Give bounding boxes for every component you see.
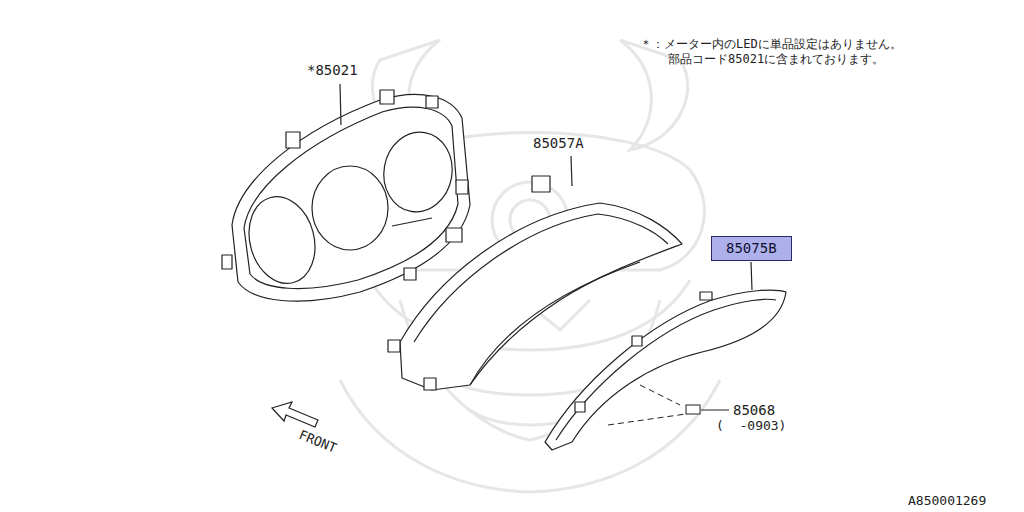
meter-lens (545, 262, 786, 450)
clip-part (608, 385, 729, 425)
front-arrow (272, 402, 318, 427)
part-number: 85057A (533, 135, 584, 151)
figure-code: A850001269 (908, 494, 986, 509)
part-number: *85021 (307, 62, 358, 78)
date-range: ( -0903) (716, 419, 786, 434)
part-number-box: 85075B (711, 236, 792, 261)
note-text: 部品コード85021に含まれております。 (668, 53, 884, 67)
part-number: 85075B (726, 240, 777, 256)
meter-housing (222, 84, 470, 301)
direction-label: FRONT (296, 428, 338, 457)
note-text: ＊：メーター内のLEDに単品設定はありません。 (640, 38, 902, 52)
part-number: 85068 (733, 402, 775, 418)
